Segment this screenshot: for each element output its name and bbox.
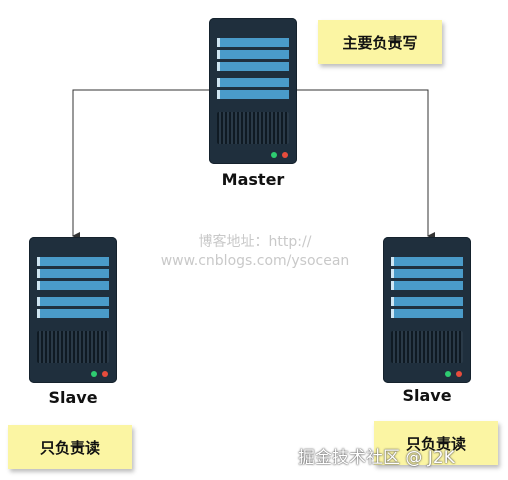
vent-grille: [217, 112, 289, 144]
right-slave-note: 只负责读: [374, 421, 498, 465]
status-led-red: [456, 371, 462, 377]
status-led-red: [102, 371, 108, 377]
vent-grille: [37, 331, 109, 363]
master-note: 主要负责写: [318, 20, 442, 64]
drive-bay: [37, 297, 109, 306]
drive-bay: [37, 309, 109, 318]
status-led-green: [271, 152, 277, 158]
drive-bay: [391, 309, 463, 318]
left-slave-note: 只负责读: [8, 425, 132, 469]
drive-bay: [391, 269, 463, 278]
connector-master-to-left-slave: [72, 89, 209, 240]
connector-master-to-right-slave: [297, 89, 435, 240]
blog-watermark-line2: www.cnblogs.com/ysocean: [160, 253, 350, 269]
drive-bay: [391, 281, 463, 290]
drive-bay: [217, 90, 289, 99]
drive-bay: [37, 257, 109, 266]
left-slave-label: Slave: [48, 388, 98, 407]
drive-bay: [391, 257, 463, 266]
drive-bay: [217, 78, 289, 87]
status-led-green: [91, 371, 97, 377]
drive-bay: [217, 50, 289, 59]
drive-bay: [37, 269, 109, 278]
drive-bay: [217, 38, 289, 47]
master-label: Master: [221, 170, 285, 189]
site-watermark: 掘金技术社区 @ J2K: [298, 448, 455, 468]
drive-bay: [391, 297, 463, 306]
vent-grille: [391, 331, 463, 363]
blog-watermark-line1: 博客地址：http://: [198, 234, 312, 250]
left-slave-server-icon: [29, 237, 117, 383]
master-server-icon: [209, 18, 297, 164]
status-led-red: [282, 152, 288, 158]
right-slave-label: Slave: [402, 386, 452, 405]
drive-bay: [217, 62, 289, 71]
status-led-green: [445, 371, 451, 377]
drive-bay: [37, 281, 109, 290]
right-slave-server-icon: [383, 237, 471, 383]
